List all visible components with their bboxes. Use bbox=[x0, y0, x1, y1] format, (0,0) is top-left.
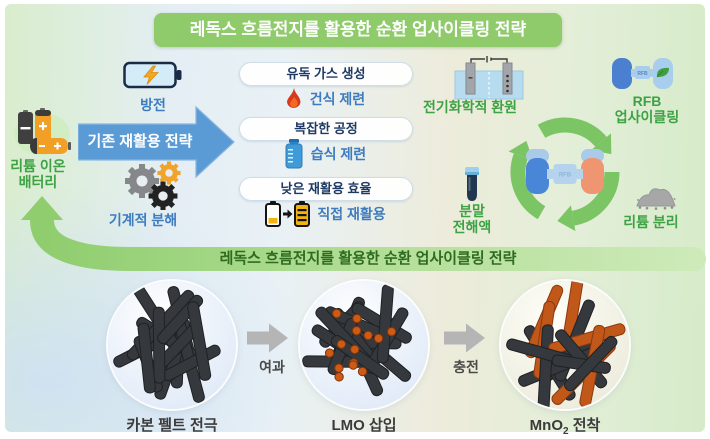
rfb-icon-label: RFB bbox=[637, 71, 648, 77]
stage-circle-carbon-felt bbox=[108, 281, 236, 409]
mno2-label-sub: 2 bbox=[562, 426, 569, 437]
lithium-battery-label: 리튬 이온 배터리 bbox=[0, 158, 76, 190]
carbon-felt-fibers bbox=[113, 285, 221, 403]
method-row-direct: 직접 재활용 bbox=[239, 199, 411, 229]
stage-circle-mno2 bbox=[501, 281, 629, 409]
battery-stack-icon bbox=[14, 108, 71, 155]
gears-icon bbox=[125, 161, 181, 210]
rfb-label-line2: 업사이클링 bbox=[614, 109, 680, 125]
rfb-cell-label: RFB bbox=[559, 173, 572, 179]
beaker-icon bbox=[285, 139, 303, 169]
mno2-label-main: MnO bbox=[529, 417, 563, 434]
filtration-arrow-label: 여과 bbox=[259, 359, 285, 375]
discharge-battery-icon bbox=[123, 61, 182, 89]
issue-box-toxic-gas: 유독 가스 생성 bbox=[239, 62, 413, 86]
flame-icon bbox=[286, 88, 301, 108]
return-band-label: 레독스 흐름전지를 활용한 순환 업사이클링 전략 bbox=[219, 250, 517, 267]
powder-label-line2: 전해액 bbox=[452, 219, 492, 235]
method-row-dry: 건식 제련 bbox=[239, 86, 411, 112]
powder-label-line1: 분말 bbox=[459, 203, 485, 219]
rfb-upcycling-icon: RFB bbox=[612, 58, 673, 89]
recycle-loop-icon: RFB bbox=[500, 117, 630, 237]
electrolysis-cell-icon bbox=[454, 56, 524, 100]
vial-icon bbox=[465, 167, 479, 201]
charging-arrow-label: 충전 bbox=[453, 359, 479, 375]
mno2-deposition-label: MnO2 전착 bbox=[495, 414, 635, 437]
direct-recycle-batteries-icon bbox=[265, 201, 311, 227]
method-row-wet: 습식 제련 bbox=[239, 138, 411, 170]
issue-box-low-efficiency: 낮은 재활용 효율 bbox=[239, 177, 413, 201]
issue-box-complex: 복잡한 공정 bbox=[239, 117, 413, 141]
mno2-coated-fibers bbox=[506, 281, 626, 409]
wet-smelting-label: 습식 제련 bbox=[310, 146, 367, 162]
return-band-arrow bbox=[21, 196, 706, 271]
leaf-icon bbox=[656, 67, 669, 77]
rfb-label-line1: RFB bbox=[632, 93, 662, 109]
lmo-inserted-fibers bbox=[302, 284, 412, 397]
powder-pile-icon bbox=[636, 188, 676, 210]
lithium-battery-label-line1: 리튬 이온 bbox=[10, 158, 66, 174]
rfb-cell-icon: RFB bbox=[526, 149, 604, 194]
rfb-upcycling-label: RFB 업사이클링 bbox=[597, 93, 697, 125]
block-arrow-icon-charging bbox=[444, 323, 485, 353]
mno2-label-suffix: 전착 bbox=[568, 417, 601, 434]
existing-strategy-arrow bbox=[78, 105, 235, 179]
carbon-felt-label: 카본 펠트 전극 bbox=[126, 417, 218, 434]
lithium-separation-label: 리튬 분리 bbox=[623, 214, 679, 230]
stage-circle-lmo bbox=[300, 281, 428, 409]
electrochemical-label: 전기화학적 환원 bbox=[422, 99, 518, 115]
lmo-insertion-label: LMO 삽입 bbox=[331, 417, 397, 434]
block-arrow-icon-filtration bbox=[247, 323, 288, 353]
title-banner: 레독스 흐름전지를 활용한 순환 업사이클링 전략 bbox=[154, 13, 562, 47]
powder-electrolyte-label: 분말 전해액 bbox=[432, 203, 512, 235]
existing-strategy-label: 기존 재활용 전략 bbox=[87, 133, 193, 150]
dry-smelting-label: 건식 제련 bbox=[309, 91, 366, 107]
discharge-label: 방전 bbox=[140, 97, 166, 113]
mechanical-label: 기계적 분해 bbox=[108, 212, 178, 228]
lithium-battery-label-line2: 배터리 bbox=[18, 174, 58, 190]
direct-recycle-label: 직접 재활용 bbox=[317, 206, 386, 222]
